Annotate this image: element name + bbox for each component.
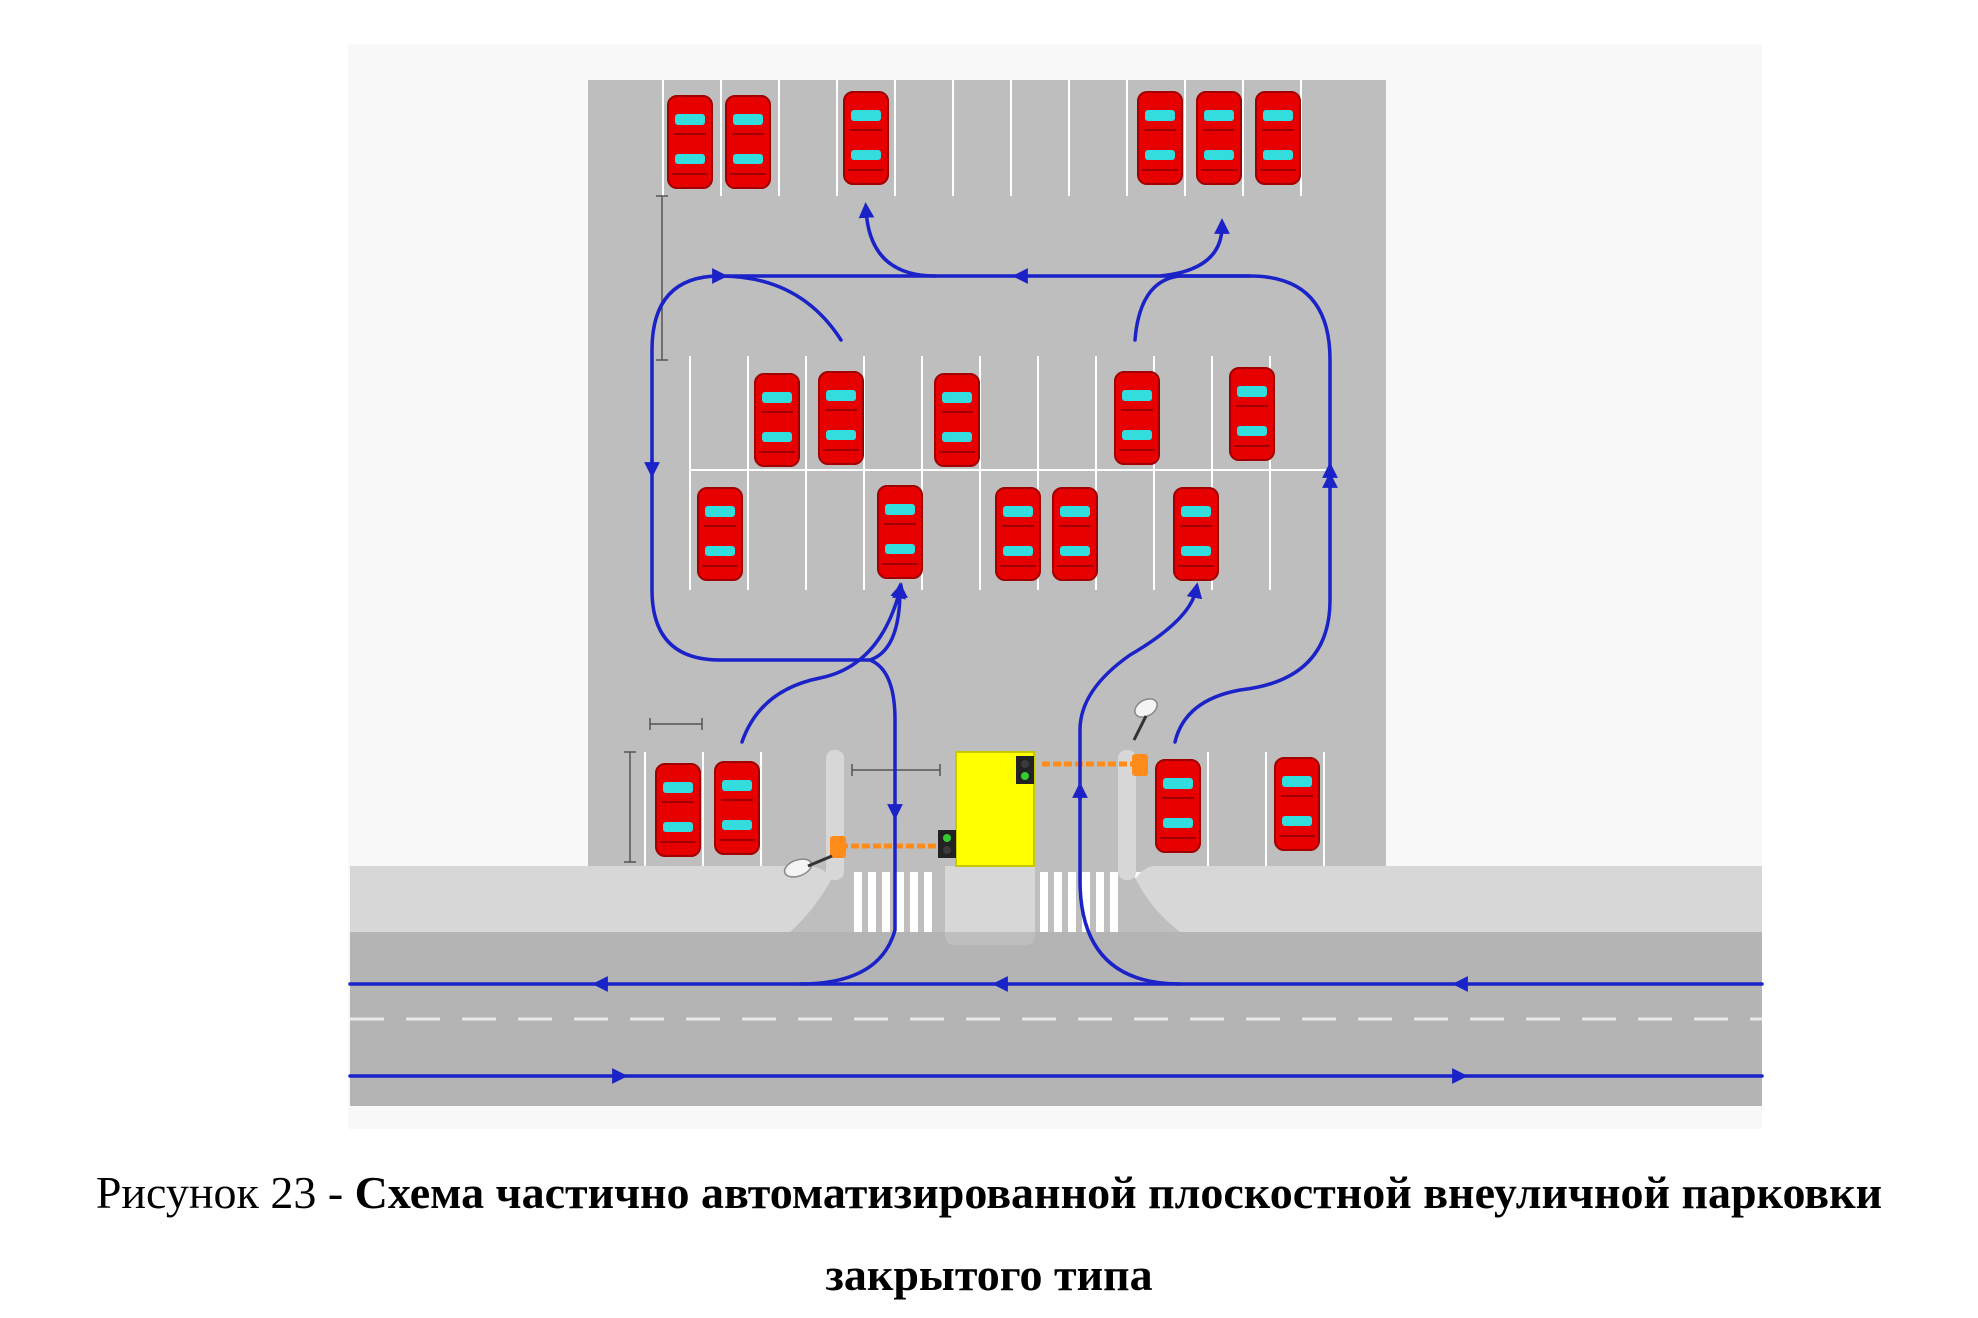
exit-camera	[783, 854, 833, 878]
entry-island	[1118, 750, 1136, 880]
figure-caption-line-1: Рисунок 23 - Схема частично автоматизиро…	[0, 1170, 1978, 1216]
caption-title-part-1: Схема частично автоматизированной плоско…	[354, 1167, 1883, 1218]
exit-island	[826, 750, 844, 880]
figure-caption-line-2: закрытого типа	[0, 1252, 1978, 1298]
crosswalk-left	[854, 872, 932, 932]
exit-traffic-light	[938, 830, 956, 858]
entry-traffic-light	[1016, 756, 1034, 784]
caption-title-part-2: закрытого типа	[825, 1249, 1153, 1300]
crosswalk-right	[1040, 872, 1118, 932]
traffic-flow-arrows	[348, 202, 1764, 1084]
sidewalk	[350, 866, 1762, 938]
entry-barrier	[1042, 754, 1148, 776]
entry-camera	[1132, 698, 1158, 741]
exit-barrier	[830, 836, 940, 858]
caption-prefix: Рисунок 23 -	[95, 1167, 355, 1218]
parking-lot-surface	[588, 80, 1386, 872]
